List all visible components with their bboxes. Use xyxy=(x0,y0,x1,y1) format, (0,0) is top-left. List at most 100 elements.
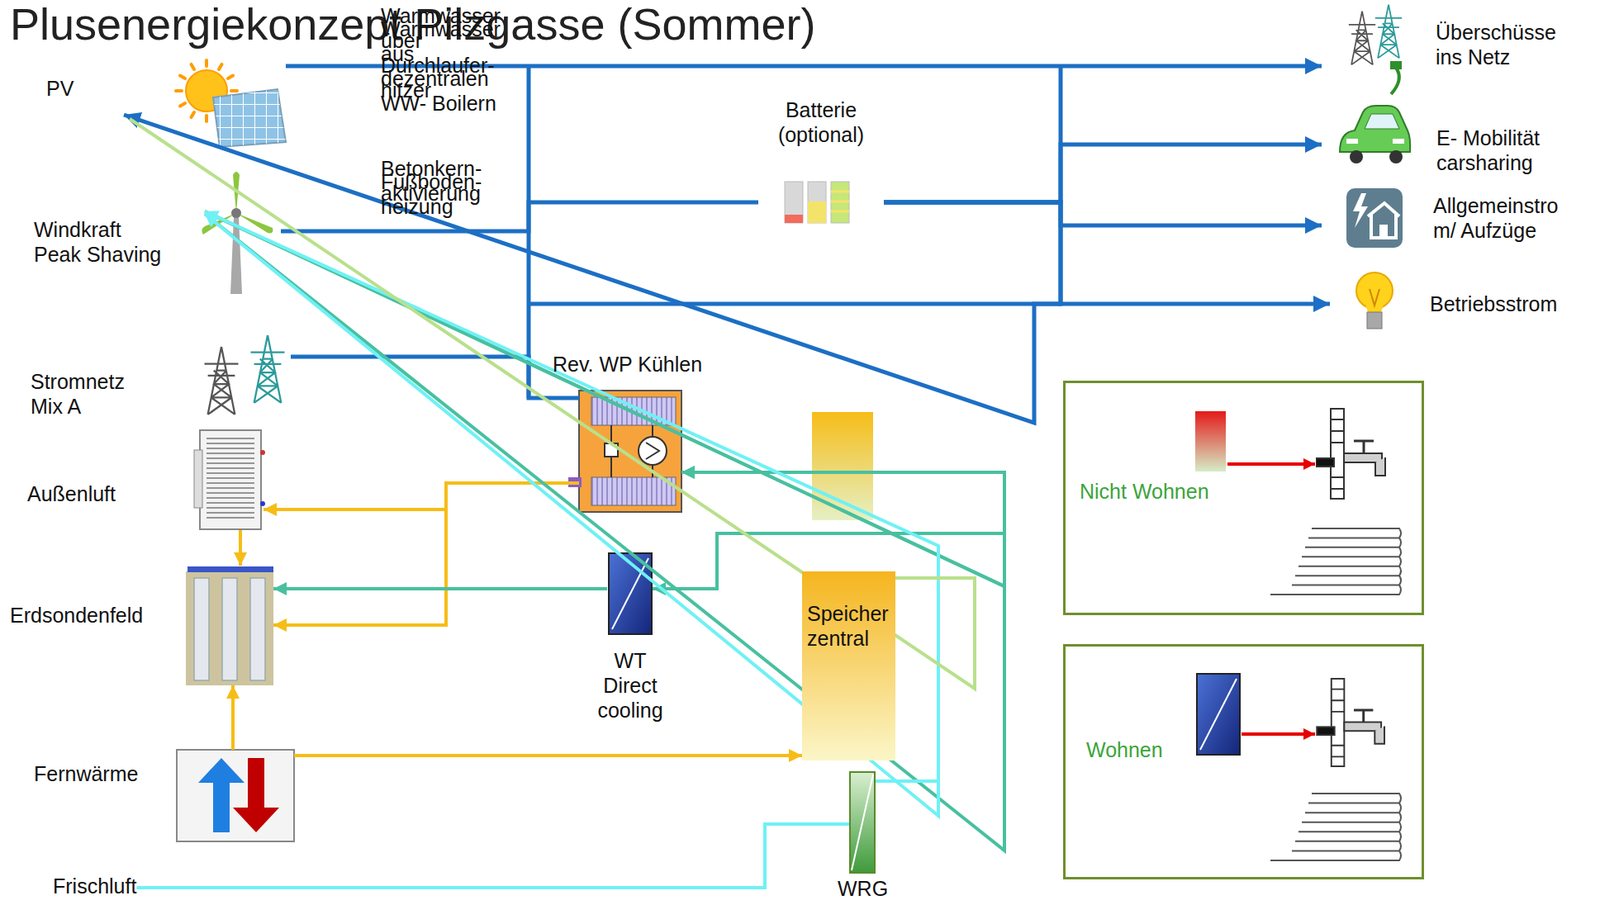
borehole-field xyxy=(250,578,266,681)
source-icon: Windkraft Peak Shaving xyxy=(198,169,281,298)
boiler-exchanger xyxy=(1196,674,1240,755)
boiler-exchanger xyxy=(1200,678,1237,751)
battery-icon xyxy=(784,181,803,224)
boiler-exchanger xyxy=(1196,674,1385,767)
source-icon: Außenluft xyxy=(194,428,264,531)
battery-icon xyxy=(784,214,803,224)
flow-line xyxy=(263,483,580,510)
boiler-exchanger xyxy=(1316,678,1385,767)
battery-icon xyxy=(830,181,850,224)
power-grid-icon xyxy=(251,335,285,404)
bulb-icon xyxy=(1356,272,1393,329)
heat-exchanger xyxy=(612,558,649,630)
power-bus xyxy=(528,66,1061,399)
district-heating-icon xyxy=(176,750,295,842)
node-label: Allgemeinstro m/ Aufzüge xyxy=(1433,193,1582,243)
flow-line xyxy=(273,587,608,591)
heat-pump xyxy=(591,477,676,506)
source-icon: PV xyxy=(168,61,286,143)
battery-box: Batterie (optional) xyxy=(758,169,884,236)
battery-icon xyxy=(830,191,850,212)
node-label: Rev. WP Kühlen xyxy=(552,351,703,377)
borehole-field xyxy=(194,578,209,681)
car-icon xyxy=(1339,105,1411,152)
grid-export-icon xyxy=(1348,11,1376,66)
flow-line xyxy=(883,202,1322,226)
sun-rays xyxy=(180,103,186,107)
source-icon: Fernwärme xyxy=(176,750,295,842)
consumer-icon: Allgemeinstro m/ Aufzüge xyxy=(1321,186,1405,251)
borehole-field xyxy=(185,571,274,686)
borehole-field xyxy=(222,578,238,681)
node-label: Stromnetz Mix A xyxy=(30,369,138,419)
sun-rays xyxy=(231,89,238,93)
car-icon xyxy=(1390,61,1402,70)
borehole-field xyxy=(185,566,274,686)
heat-recovery xyxy=(849,772,875,874)
node-label: Speicher zentral xyxy=(807,601,889,651)
instant-heater xyxy=(1195,411,1226,472)
heat-pump-box: Rev. WP Kühlen xyxy=(579,390,682,513)
node-label: Warmwasser aus dezentralen WW- Boilern xyxy=(380,16,518,116)
grid-export-icon xyxy=(1348,4,1402,66)
car-icon xyxy=(1346,138,1358,144)
flow-line xyxy=(123,114,1061,423)
battery-icon xyxy=(784,181,850,224)
flow-line xyxy=(883,144,1322,203)
wind-turbine xyxy=(231,208,242,219)
flow-line xyxy=(883,202,1330,304)
flow-line xyxy=(273,483,580,626)
node-label: Überschüsse ins Netz xyxy=(1435,19,1568,70)
outdoor-air-unit xyxy=(199,430,262,530)
node-label: Außenluft xyxy=(27,481,116,507)
floor-coil-unit: Fußboden- heizung xyxy=(204,143,338,216)
power-bus xyxy=(528,66,1061,399)
instant-heater xyxy=(1315,408,1386,499)
consumer-icon: Betriebsstrom xyxy=(1329,270,1398,342)
flow-line xyxy=(294,754,803,758)
car-icon xyxy=(1349,150,1363,164)
floor-coil xyxy=(1270,528,1401,861)
bulb-icon xyxy=(1367,312,1382,329)
car-icon xyxy=(1389,150,1403,164)
car-icon xyxy=(1391,67,1400,95)
buffer-tank xyxy=(811,412,874,521)
district-heating-icon xyxy=(232,758,280,833)
building-power-icon xyxy=(1346,188,1403,248)
building-power-icon xyxy=(1379,224,1388,238)
flow-line xyxy=(231,685,235,751)
node-label: WRG xyxy=(837,876,888,902)
node-label: PV xyxy=(46,75,74,101)
grid-export-icon xyxy=(1375,4,1402,59)
flow-line xyxy=(129,118,975,689)
flow-line xyxy=(204,211,1005,589)
car-icon xyxy=(1339,61,1411,164)
sun-rays xyxy=(227,75,233,80)
air-inlet: Frischluft xyxy=(52,873,137,899)
consumer-icon: Überschüsse ins Netz xyxy=(1321,3,1405,70)
recovery-box: WRG xyxy=(849,768,876,874)
battery-icon xyxy=(807,181,827,224)
node-label: Erdsondenfeld xyxy=(9,602,143,628)
car-icon xyxy=(1364,113,1400,129)
source-icon: Stromnetz Mix A xyxy=(198,331,291,418)
node-label: Betriebsstrom xyxy=(1429,291,1558,317)
flow-line xyxy=(136,824,850,888)
node-label: Frischluft xyxy=(52,873,137,899)
pv-icon xyxy=(213,89,286,148)
borehole-field xyxy=(187,566,274,573)
building-power-icon xyxy=(1346,188,1403,248)
boiler-exchanger xyxy=(1241,732,1316,736)
storage-tank: Speicher zentral xyxy=(802,571,896,761)
node-label: WT Direct cooling xyxy=(588,648,672,723)
car-icon xyxy=(1392,138,1405,144)
sun-rays xyxy=(191,64,195,70)
node-label: Batterie (optional) xyxy=(767,97,875,148)
zone-box: Wohnen xyxy=(1063,644,1425,880)
floor-coil-unit: Betonkern- aktivierung xyxy=(204,142,338,214)
floor-coil xyxy=(1270,528,1401,595)
node-label: Nicht Wohnen xyxy=(1079,479,1210,504)
sun-rays xyxy=(204,60,209,67)
flow-line xyxy=(280,202,759,232)
